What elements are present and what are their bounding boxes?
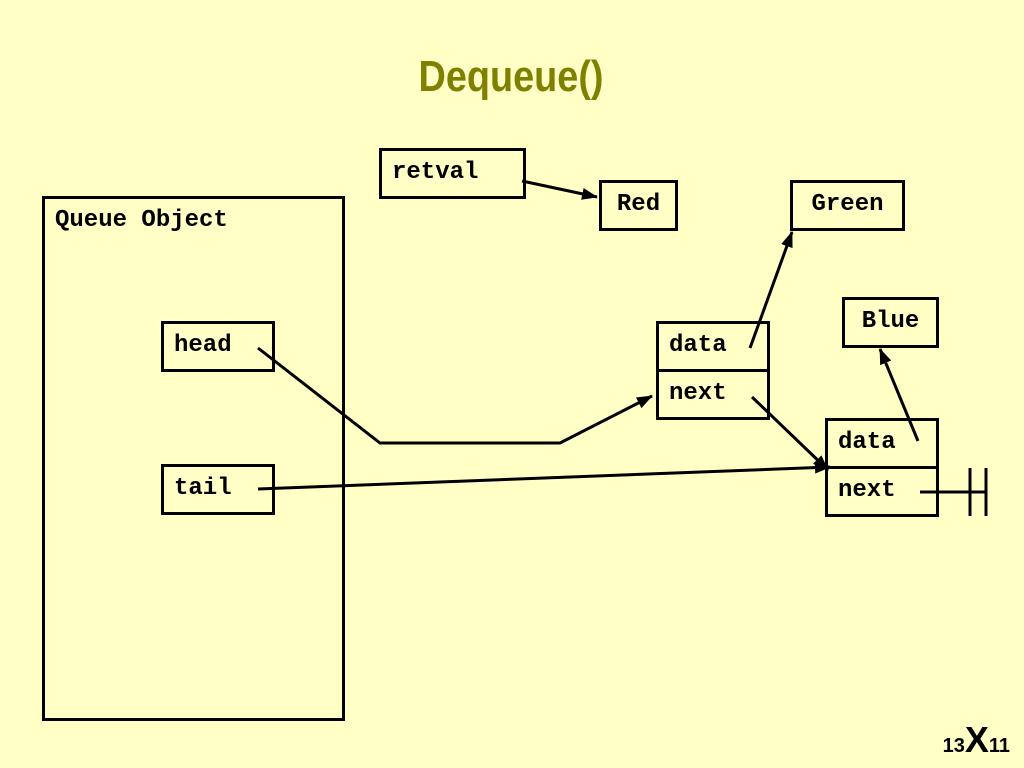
node-2-data-label: data: [838, 429, 896, 456]
node-1-next-arrow: [750, 395, 830, 472]
head-pointer-arrow: [257, 346, 653, 445]
node-1-data-arrow: [748, 231, 794, 349]
node-1-next-label: next: [669, 380, 727, 407]
retval-box: retval: [379, 148, 526, 199]
slide-number-left: 13: [942, 735, 965, 757]
slide-number-right: 11: [988, 735, 1010, 757]
head-label: head: [174, 332, 232, 359]
value-blue-label: Blue: [861, 308, 920, 335]
node-2-data-arrow: [878, 348, 920, 442]
tail-field: tail: [161, 464, 275, 515]
slide-number: 13X11: [943, 722, 1010, 758]
queue-object-box: Queue Object: [42, 196, 345, 721]
queue-object-label: Queue Object: [55, 207, 228, 234]
node-2-next-field: next: [825, 466, 939, 517]
node-1-next-field: next: [656, 369, 770, 420]
value-green-box: Green: [790, 180, 905, 231]
value-red-box: Red: [599, 180, 678, 231]
value-red-label: Red: [616, 191, 661, 218]
slide-title: Dequeue(): [418, 52, 604, 101]
retval-label: retval: [392, 159, 479, 186]
tail-pointer-arrow: [257, 461, 831, 491]
retval-pointer-arrow: [521, 179, 598, 200]
node-1-data-label: data: [669, 332, 727, 359]
node-2-data-field: data: [825, 418, 939, 469]
value-green-label: Green: [811, 191, 884, 218]
head-field: head: [161, 321, 275, 372]
node-2-next-label: next: [838, 477, 896, 504]
tail-label: tail: [174, 475, 232, 502]
value-blue-box: Blue: [842, 297, 939, 348]
slide-number-mid: X: [964, 719, 989, 760]
